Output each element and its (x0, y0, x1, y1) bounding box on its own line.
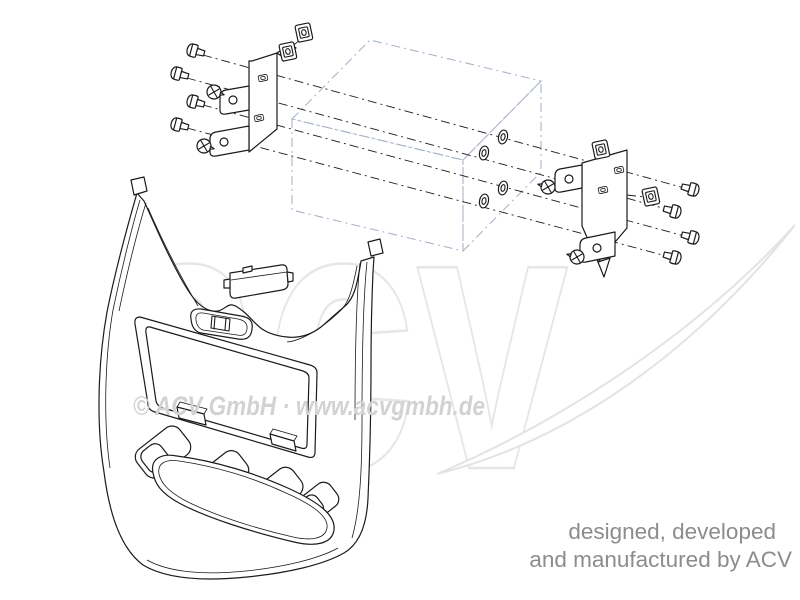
radio-cage (290, 39, 543, 253)
watermark-swoosh-icon (436, 224, 796, 475)
mounting-bolt (169, 65, 191, 84)
footer-credit: designed, developed and manufactured by … (529, 519, 792, 572)
clip-nut (294, 22, 314, 43)
watermark-notice-text: © ACV GmbH · www.acvgmbh.de (133, 391, 485, 421)
clip-nut (591, 139, 611, 160)
horn-tab (130, 176, 148, 196)
leader-line (626, 194, 646, 198)
mounting-bolt (185, 93, 207, 112)
screw-hole (497, 129, 509, 145)
screw-hole (478, 193, 490, 209)
radio-opening (134, 316, 318, 459)
mounting-bolt (679, 227, 701, 246)
footer-line-2: and manufactured by ACV (529, 547, 792, 572)
left-bracket (209, 43, 297, 157)
blanking-plate (223, 264, 294, 299)
mounting-bolt (185, 42, 207, 61)
clip-nut (278, 41, 298, 62)
left-bracket-group (169, 22, 314, 157)
clip-nut (641, 186, 661, 207)
leader-line (186, 127, 671, 258)
mounting-bolt (661, 247, 683, 266)
right-bracket (554, 149, 628, 278)
screw-hole (497, 180, 509, 196)
screw-hole (478, 145, 490, 161)
mounting-bolt (661, 201, 683, 220)
frame-tab (269, 433, 297, 452)
cage-screw-holes (478, 129, 509, 209)
right-bracket-group (535, 139, 701, 278)
fascia-panel (98, 176, 384, 580)
hazard-switch-pod (190, 308, 253, 340)
kidney-recess (151, 454, 335, 545)
horn-tab (367, 238, 384, 257)
mounting-bolt (679, 179, 701, 198)
frame-tab (176, 406, 207, 426)
footer-line-1: designed, developed (568, 519, 776, 544)
